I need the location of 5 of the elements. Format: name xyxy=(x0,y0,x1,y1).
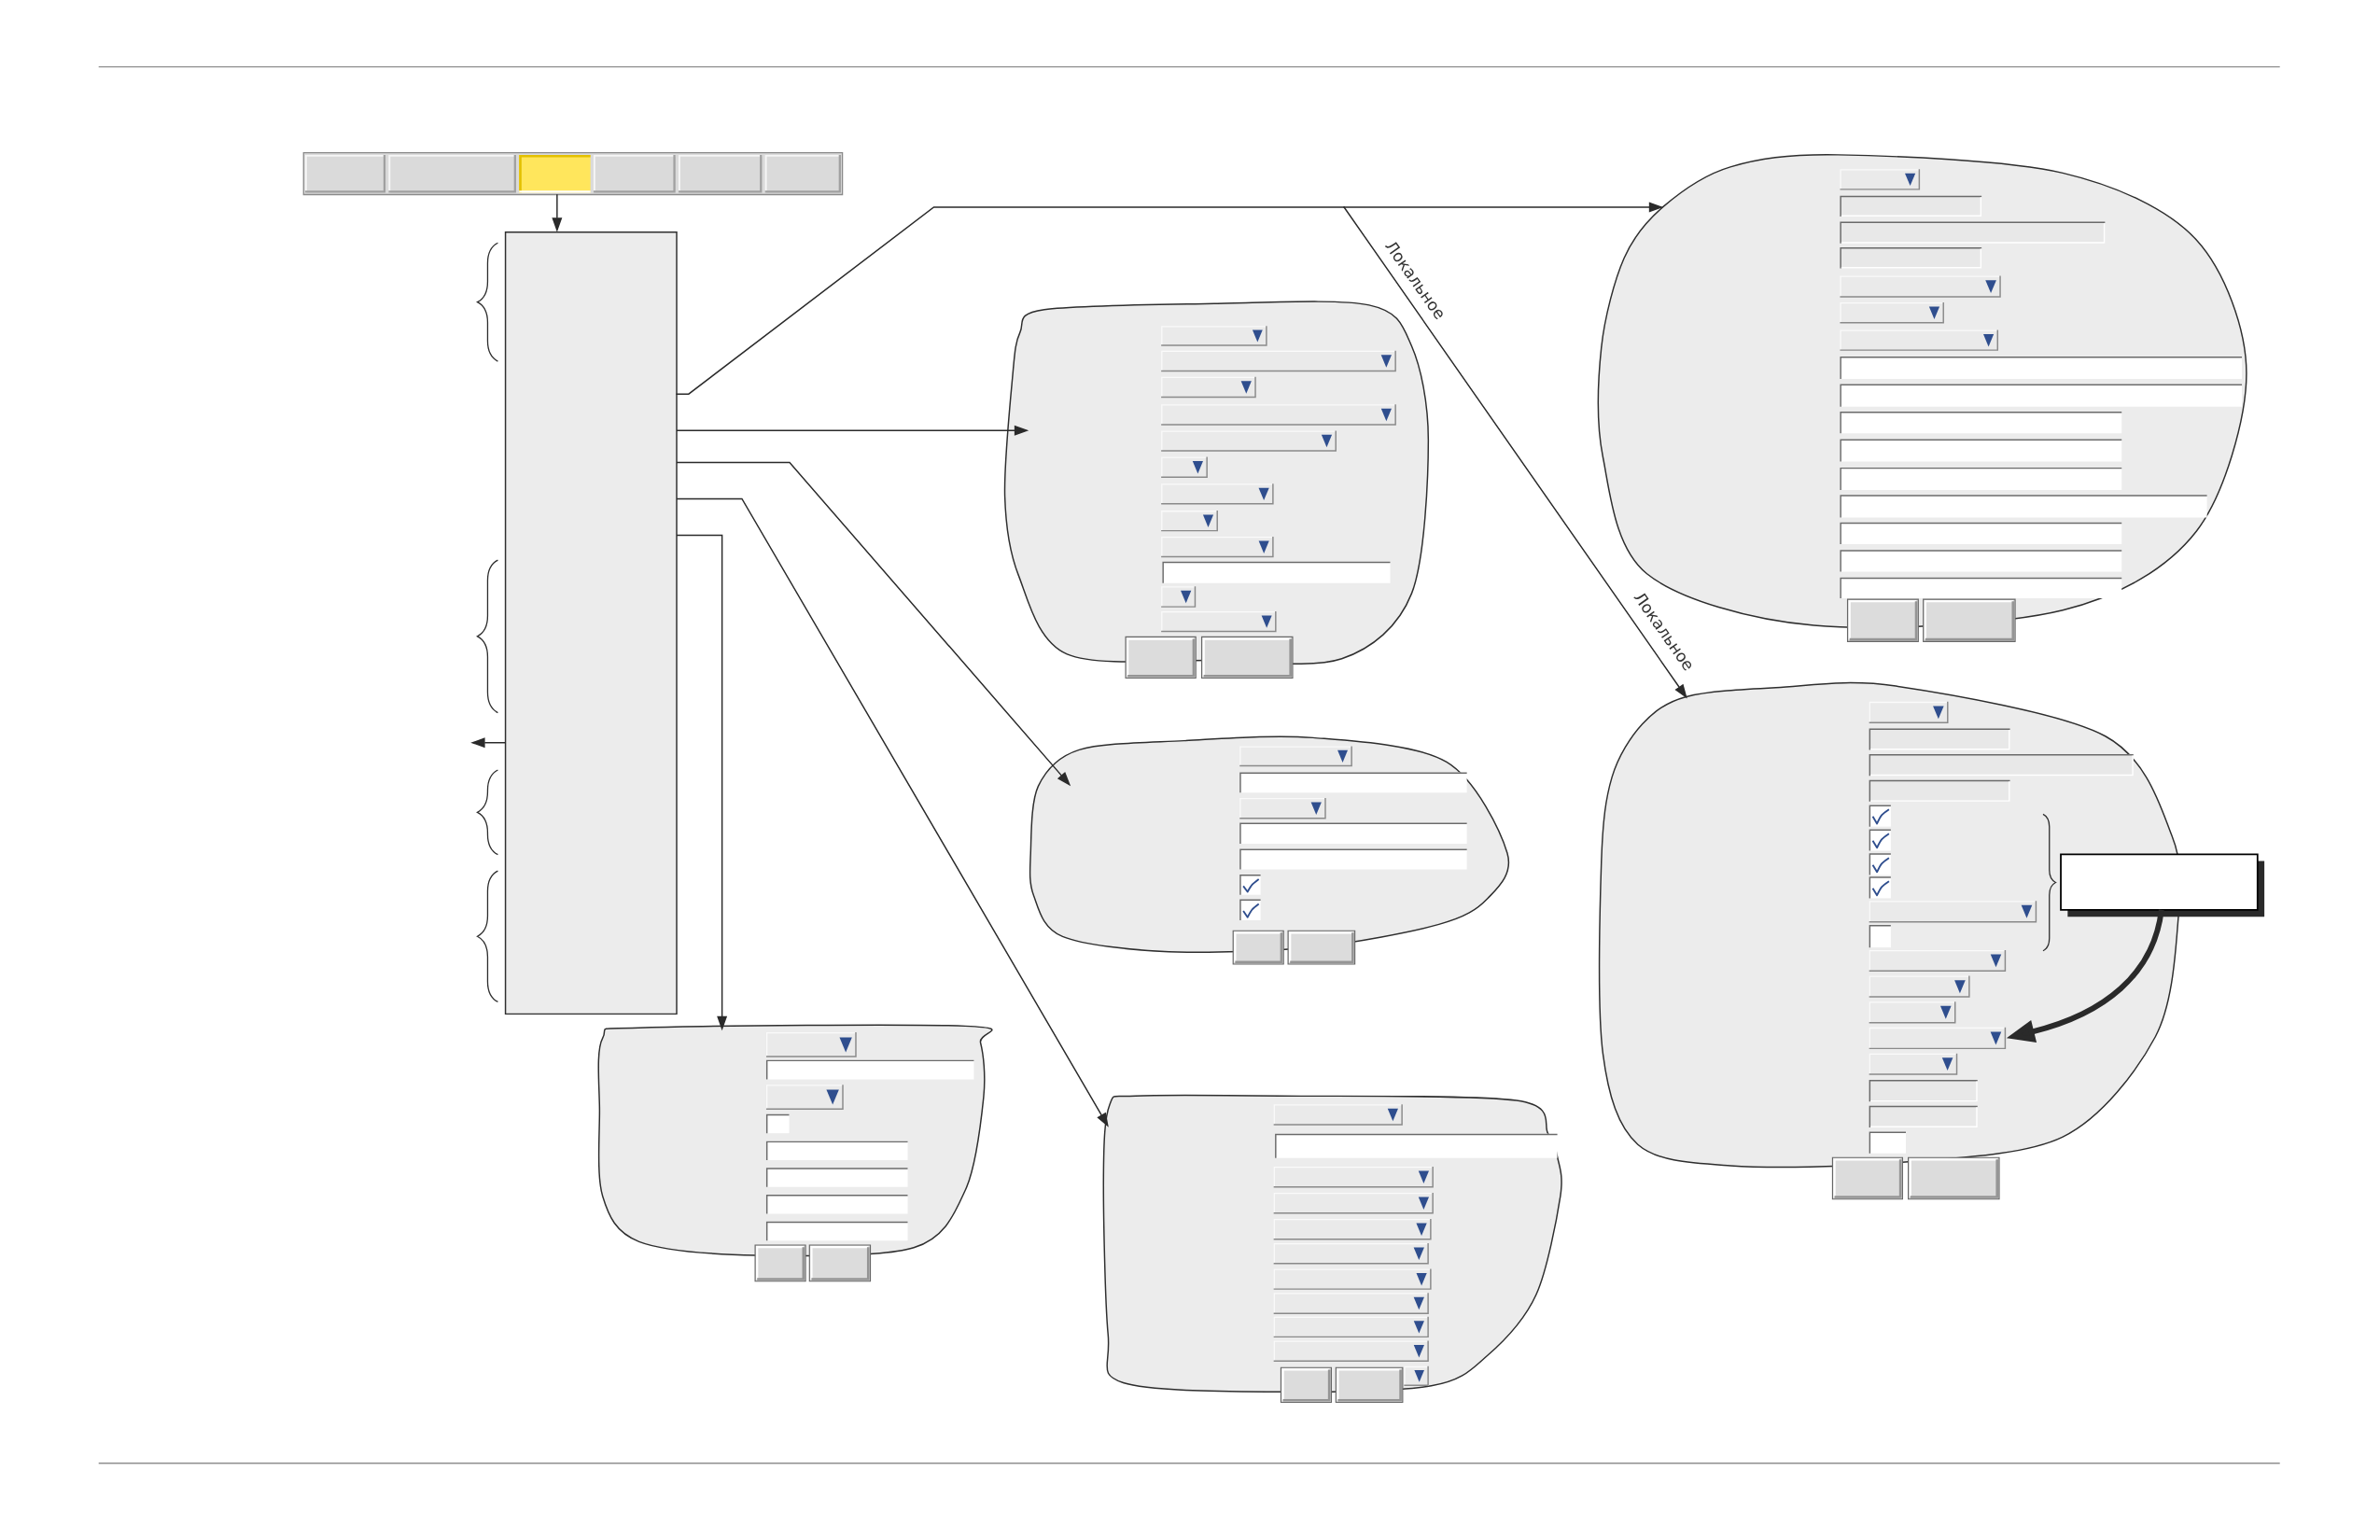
menu-tab xyxy=(519,154,591,193)
dropdown-field xyxy=(1868,1027,2007,1050)
menu-panel xyxy=(504,231,678,1015)
connector-line xyxy=(676,206,1345,395)
callout-box xyxy=(2060,853,2265,917)
